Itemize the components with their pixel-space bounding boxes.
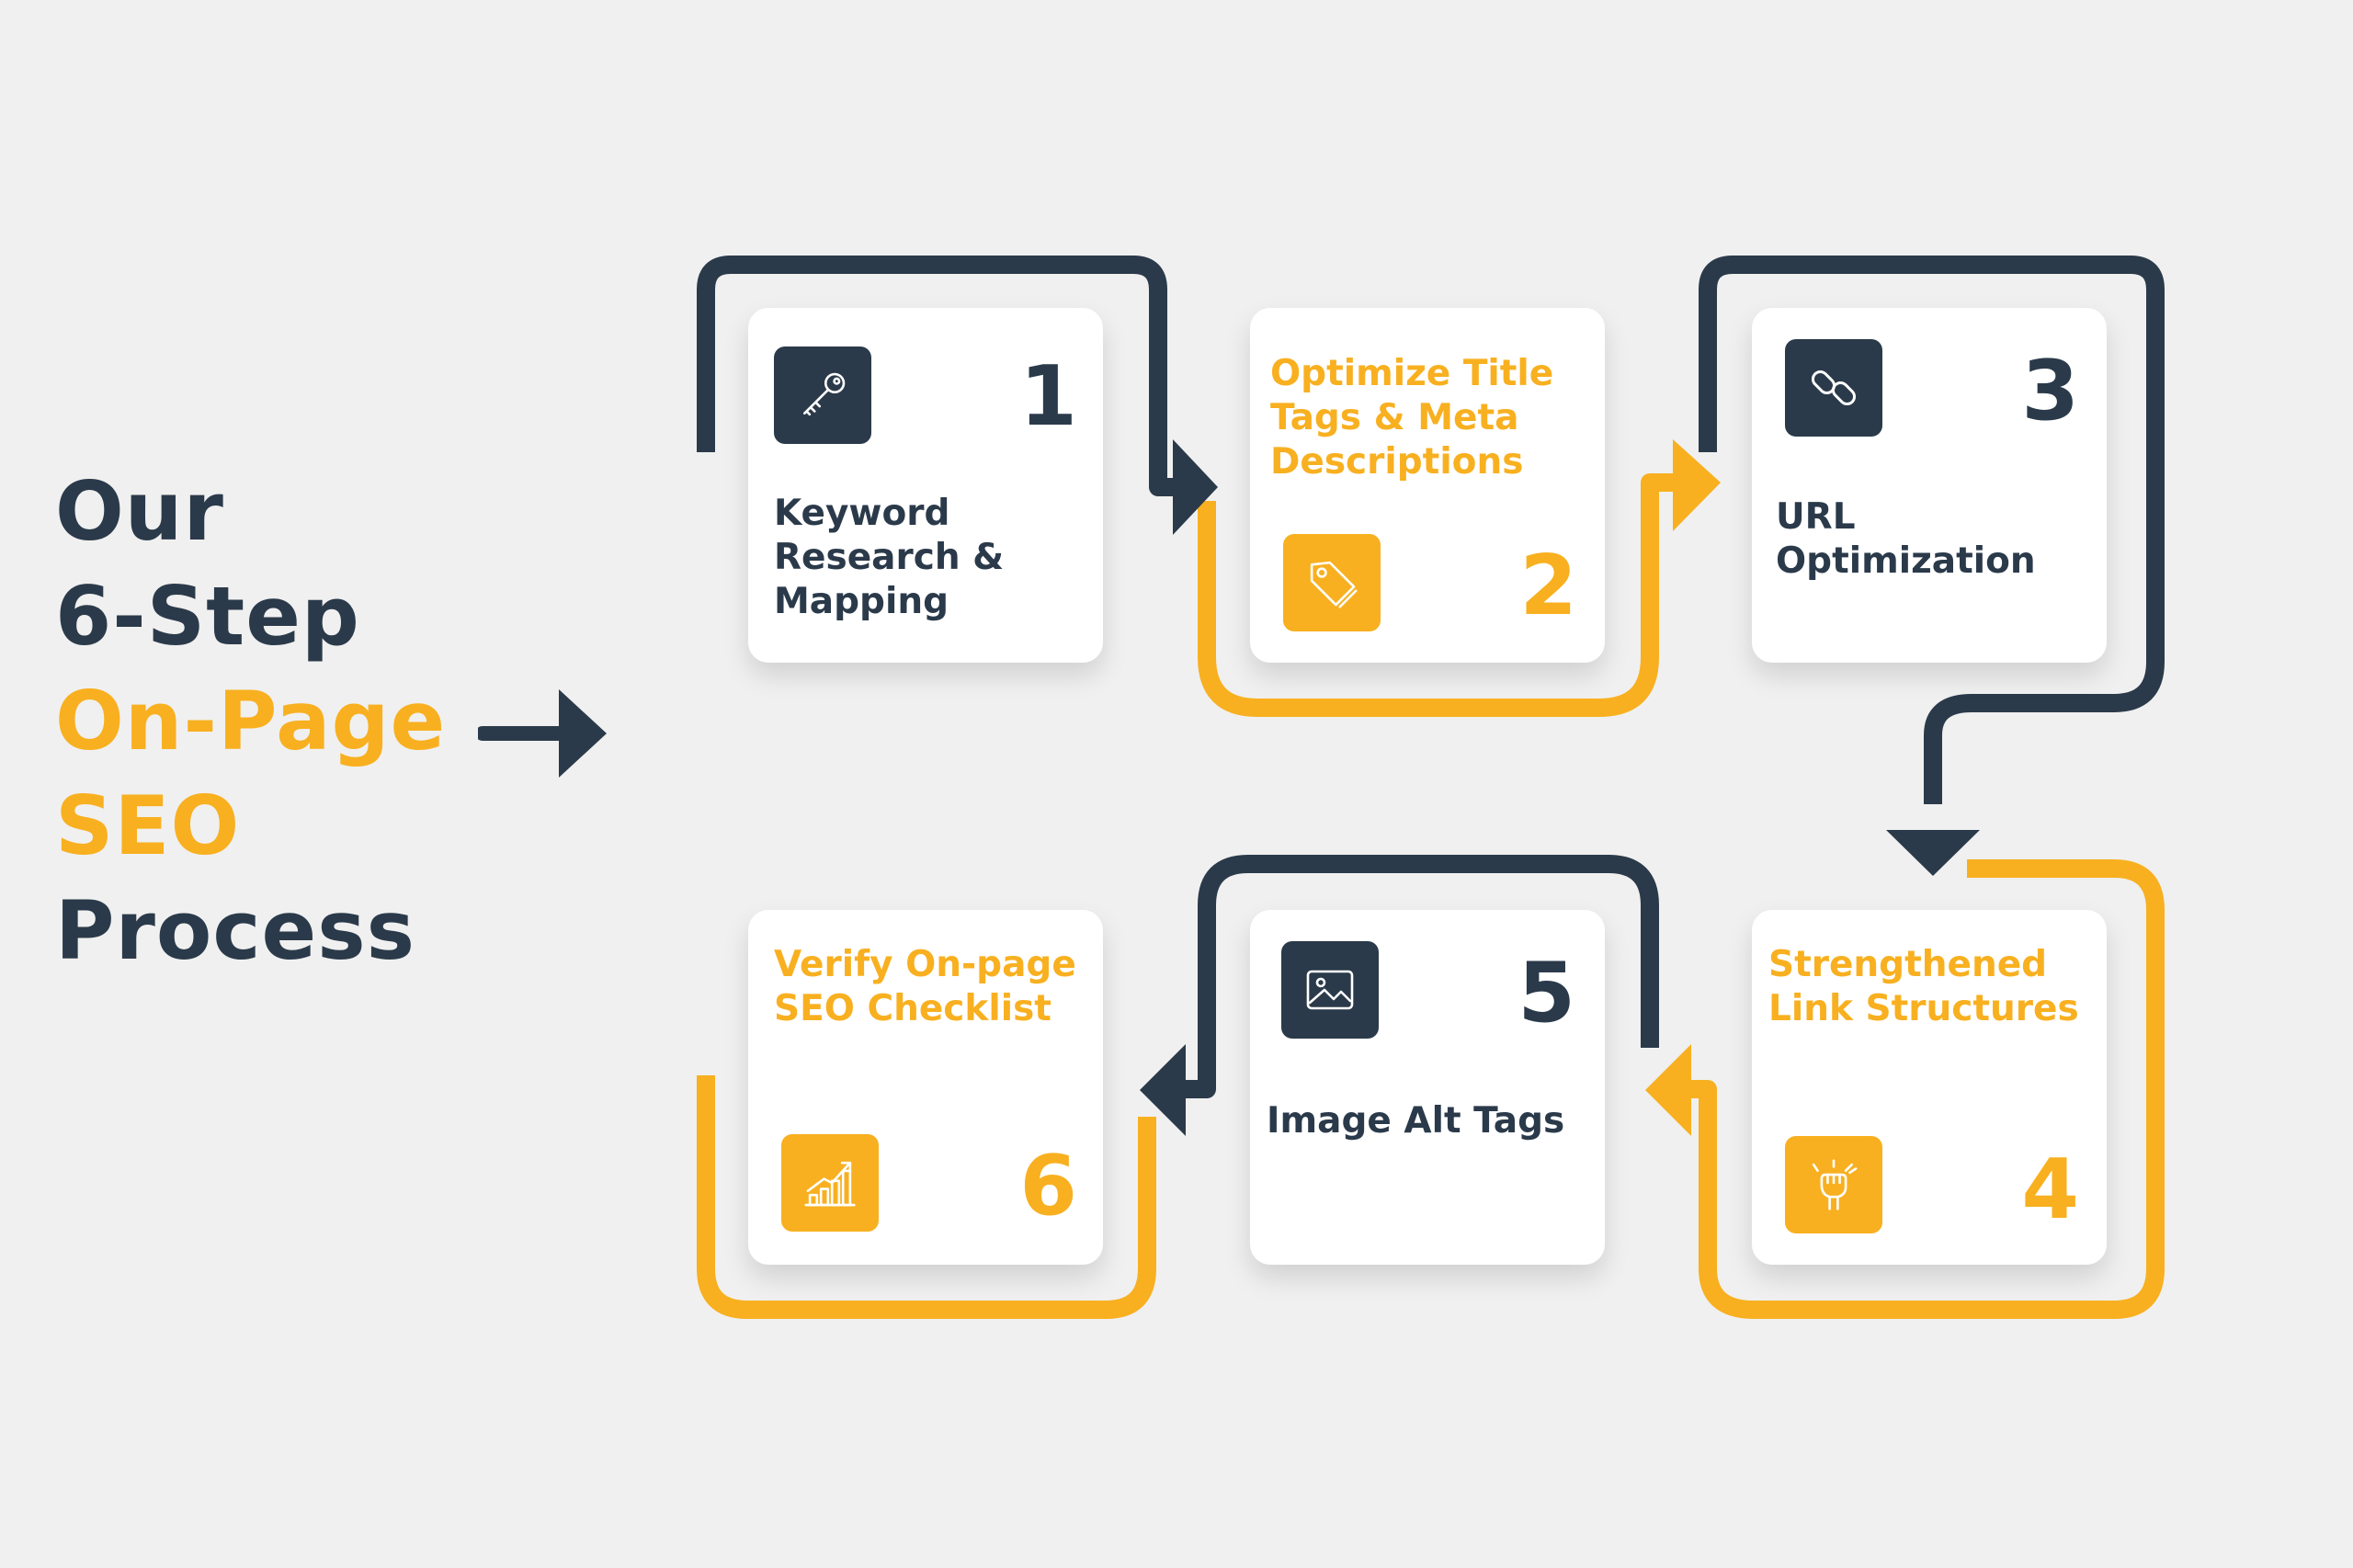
title-line-process: Process: [55, 883, 415, 978]
tag-icon: [1310, 561, 1358, 608]
process-title: Our 6-Step On-Page SEO Process: [55, 460, 446, 983]
step-5-label: Image Alt Tags: [1267, 1100, 1565, 1142]
step-4-icon-box: [1785, 1136, 1882, 1233]
step-card-2: Optimize Title Tags & Meta Descriptions …: [1250, 308, 1605, 663]
step-card-1: 1 Keyword Research & Mapping: [748, 308, 1103, 663]
step-card-5: 5 Image Alt Tags: [1250, 910, 1605, 1265]
connector-step-3: [1699, 256, 2165, 804]
arrowhead-step-3: [1886, 830, 1980, 876]
key-icon: [803, 372, 846, 416]
step-1-icon-box: [774, 347, 871, 444]
title-line-steps: 6-Step: [55, 569, 360, 664]
connector-step-5: [1186, 855, 1659, 1098]
pointer-arrow-icon: [478, 689, 607, 778]
step-3-number: 3: [2021, 343, 2079, 439]
step-card-6: Verify On-page SEO Checklist 6: [748, 910, 1103, 1265]
step-5-number: 5: [1518, 945, 1575, 1041]
title-line-our: Our: [55, 464, 224, 559]
title-line-seo: SEO: [55, 778, 241, 873]
fist-chain-icon: [1812, 1159, 1858, 1210]
connector-step-6: [697, 1075, 1156, 1319]
step-6-icon-box: [781, 1134, 879, 1232]
step-2-label: Optimize Title Tags & Meta Descriptions: [1270, 353, 1554, 483]
step-2-icon-box: [1283, 534, 1381, 631]
arrowhead-step-1: [1173, 439, 1218, 535]
link-icon: [1811, 369, 1857, 406]
step-3-icon-box: [1785, 339, 1882, 437]
step-2-number: 2: [1519, 538, 1577, 634]
step-card-4: Strengthened Link Structures 4: [1752, 910, 2107, 1265]
step-4-number: 4: [2021, 1142, 2079, 1238]
step-6-number: 6: [1019, 1138, 1077, 1234]
connector-step-2: [1198, 473, 1673, 717]
step-card-3: 3 URL Optimization: [1752, 308, 2107, 663]
step-1-number: 1: [1019, 348, 1077, 445]
arrowhead-step-4: [1645, 1044, 1691, 1136]
step-3-label: URL Optimization: [1776, 496, 2036, 582]
growth-chart-icon: [804, 1161, 856, 1207]
step-4-label: Strengthened Link Structures: [1768, 944, 2079, 1029]
connector-step-4: [1687, 859, 2165, 1319]
image-icon: [1306, 970, 1354, 1010]
title-line-on-page: On-Page: [55, 674, 447, 768]
step-1-label: Keyword Research & Mapping: [774, 493, 1005, 622]
arrowhead-step-2: [1673, 439, 1721, 531]
step-5-icon-box: [1281, 941, 1379, 1039]
arrowhead-step-5: [1140, 1044, 1186, 1136]
connector-step-1: [697, 256, 1181, 496]
step-6-label: Verify On-page SEO Checklist: [774, 944, 1076, 1029]
